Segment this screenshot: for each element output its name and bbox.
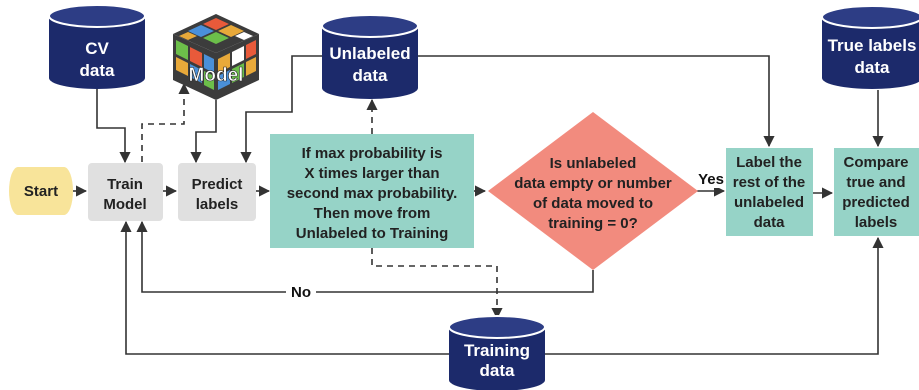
no-label: No bbox=[291, 284, 311, 301]
predict-labels-box: Predict labels bbox=[178, 163, 256, 221]
unlabeled-data-database: Unlabeled data bbox=[321, 14, 419, 99]
train-model-line1: Train bbox=[107, 176, 143, 193]
unlabeled-data-line2: data bbox=[353, 66, 389, 85]
compare-line1: Compare bbox=[843, 154, 908, 171]
unlabeled-data-line1: Unlabeled bbox=[329, 44, 410, 63]
true-labels-database: True labels data bbox=[821, 5, 919, 89]
edge-cv-train bbox=[96, 88, 131, 164]
true-labels-line2: data bbox=[855, 58, 891, 77]
compare-box: Compare true and predicted labels bbox=[834, 148, 919, 236]
train-model-box: Train Model bbox=[88, 163, 163, 221]
decision-diamond: Is unlabeled data empty or number of dat… bbox=[488, 112, 698, 270]
decision-line4: training = 0? bbox=[548, 215, 638, 232]
decision-line2: data empty or number bbox=[514, 175, 672, 192]
yes-label: Yes bbox=[698, 171, 724, 188]
decision-line1: Is unlabeled bbox=[550, 155, 637, 172]
training-data-database: Training data bbox=[448, 315, 546, 390]
compare-line3: predicted bbox=[842, 194, 910, 211]
model-cube-icon: Model bbox=[173, 14, 259, 100]
training-data-line2: data bbox=[480, 361, 516, 380]
edge-label-no: No bbox=[286, 281, 316, 301]
edge-training-compare bbox=[545, 236, 884, 355]
label-rest-line2: rest of the bbox=[733, 174, 806, 191]
cv-data-line1: CV bbox=[85, 39, 109, 58]
cv-data-line2: data bbox=[80, 61, 116, 80]
filter-step-box: If max probability is X times larger tha… bbox=[270, 134, 474, 248]
label-rest-line4: data bbox=[754, 214, 786, 231]
predict-labels-line1: Predict bbox=[192, 176, 243, 193]
edge-unlabeled-label bbox=[418, 55, 775, 148]
filter-step-line2: X times larger than bbox=[304, 165, 439, 182]
compare-line4: labels bbox=[855, 214, 898, 231]
start-node: Start bbox=[9, 167, 73, 215]
decision-line3: of data moved to bbox=[533, 195, 653, 212]
filter-step-line4: Then move from bbox=[314, 205, 431, 222]
filter-step-line3: second max probability. bbox=[287, 185, 458, 202]
filter-step-line5: Unlabeled to Training bbox=[296, 225, 449, 242]
predict-labels-line2: labels bbox=[196, 196, 239, 213]
filter-step-line1: If max probability is bbox=[302, 145, 443, 162]
edge-model-predict bbox=[190, 100, 217, 164]
true-labels-line1: True labels bbox=[828, 36, 917, 55]
edge-unlabeled-predict bbox=[240, 55, 322, 164]
model-label: Model bbox=[189, 65, 244, 86]
cv-data-database: CV data bbox=[48, 4, 146, 89]
compare-line2: true and bbox=[846, 174, 905, 191]
label-rest-line1: Label the bbox=[736, 154, 802, 171]
edge-decision-no bbox=[136, 220, 594, 293]
label-rest-box: Label the rest of the unlabeled data bbox=[726, 148, 813, 236]
edge-filter-training-dashed bbox=[371, 248, 503, 320]
label-rest-line3: unlabeled bbox=[734, 194, 804, 211]
edges bbox=[73, 55, 884, 355]
train-model-line2: Model bbox=[103, 196, 146, 213]
start-label: Start bbox=[24, 183, 58, 200]
edge-label-yes: Yes bbox=[695, 168, 727, 188]
training-data-line1: Training bbox=[464, 341, 530, 360]
edge-train-model-dashed bbox=[141, 82, 190, 162]
edge-training-train bbox=[120, 220, 449, 355]
